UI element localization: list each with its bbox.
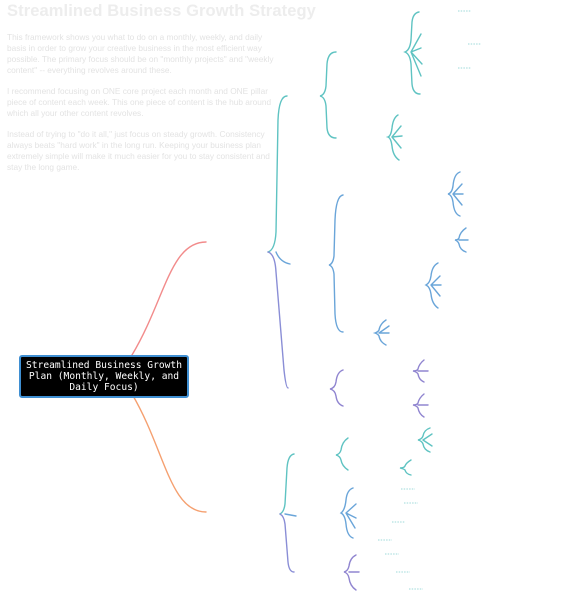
brace-lower-2[interactable] — [339, 487, 354, 539]
brace-lower-1[interactable] — [335, 437, 349, 471]
brace-lower-main-lower[interactable] — [279, 513, 295, 573]
brace-upper-3-2[interactable] — [412, 393, 425, 418]
brace-upper-main[interactable] — [267, 95, 288, 253]
brace-upper-1-2[interactable] — [385, 114, 400, 161]
branch-upper[interactable] — [131, 241, 207, 356]
root-node[interactable]: Streamlined Business Growth Plan (Monthl… — [19, 355, 189, 398]
brace-lower-main[interactable] — [279, 453, 295, 515]
intro-title: Streamlined Business Growth Strategy — [7, 2, 316, 20]
intro-paragraph-3: Instead of trying to "do it all," just f… — [7, 129, 270, 172]
branch-lower[interactable] — [131, 393, 207, 513]
brace-lower-1-1[interactable] — [417, 427, 431, 453]
intro-paragraph-1: This framework shows you what to do on a… — [7, 32, 274, 75]
brace-upper-3[interactable] — [329, 369, 344, 407]
brace-upper-1-1[interactable] — [403, 11, 421, 95]
brace-upper-2[interactable] — [328, 194, 344, 333]
brace-upper-1[interactable] — [319, 51, 337, 139]
brace-upper-2-3[interactable] — [424, 262, 439, 309]
brace-lower-1-2[interactable] — [399, 459, 412, 476]
brace-upper-2-1[interactable] — [447, 171, 461, 217]
brace-upper-2-2[interactable] — [454, 227, 467, 253]
brace-lower-3[interactable] — [343, 554, 357, 591]
intro-paragraph-2: I recommend focusing on ONE core project… — [7, 86, 272, 118]
root-node-label: Streamlined Business Growth Plan (Monthl… — [26, 360, 182, 393]
intro-panel: Streamlined Business Growth Strategy Thi… — [7, 2, 316, 183]
brace-upper-main-lower[interactable] — [267, 251, 289, 389]
brace-upper-3-1[interactable] — [412, 359, 425, 383]
brace-upper-2-4[interactable] — [372, 319, 387, 346]
